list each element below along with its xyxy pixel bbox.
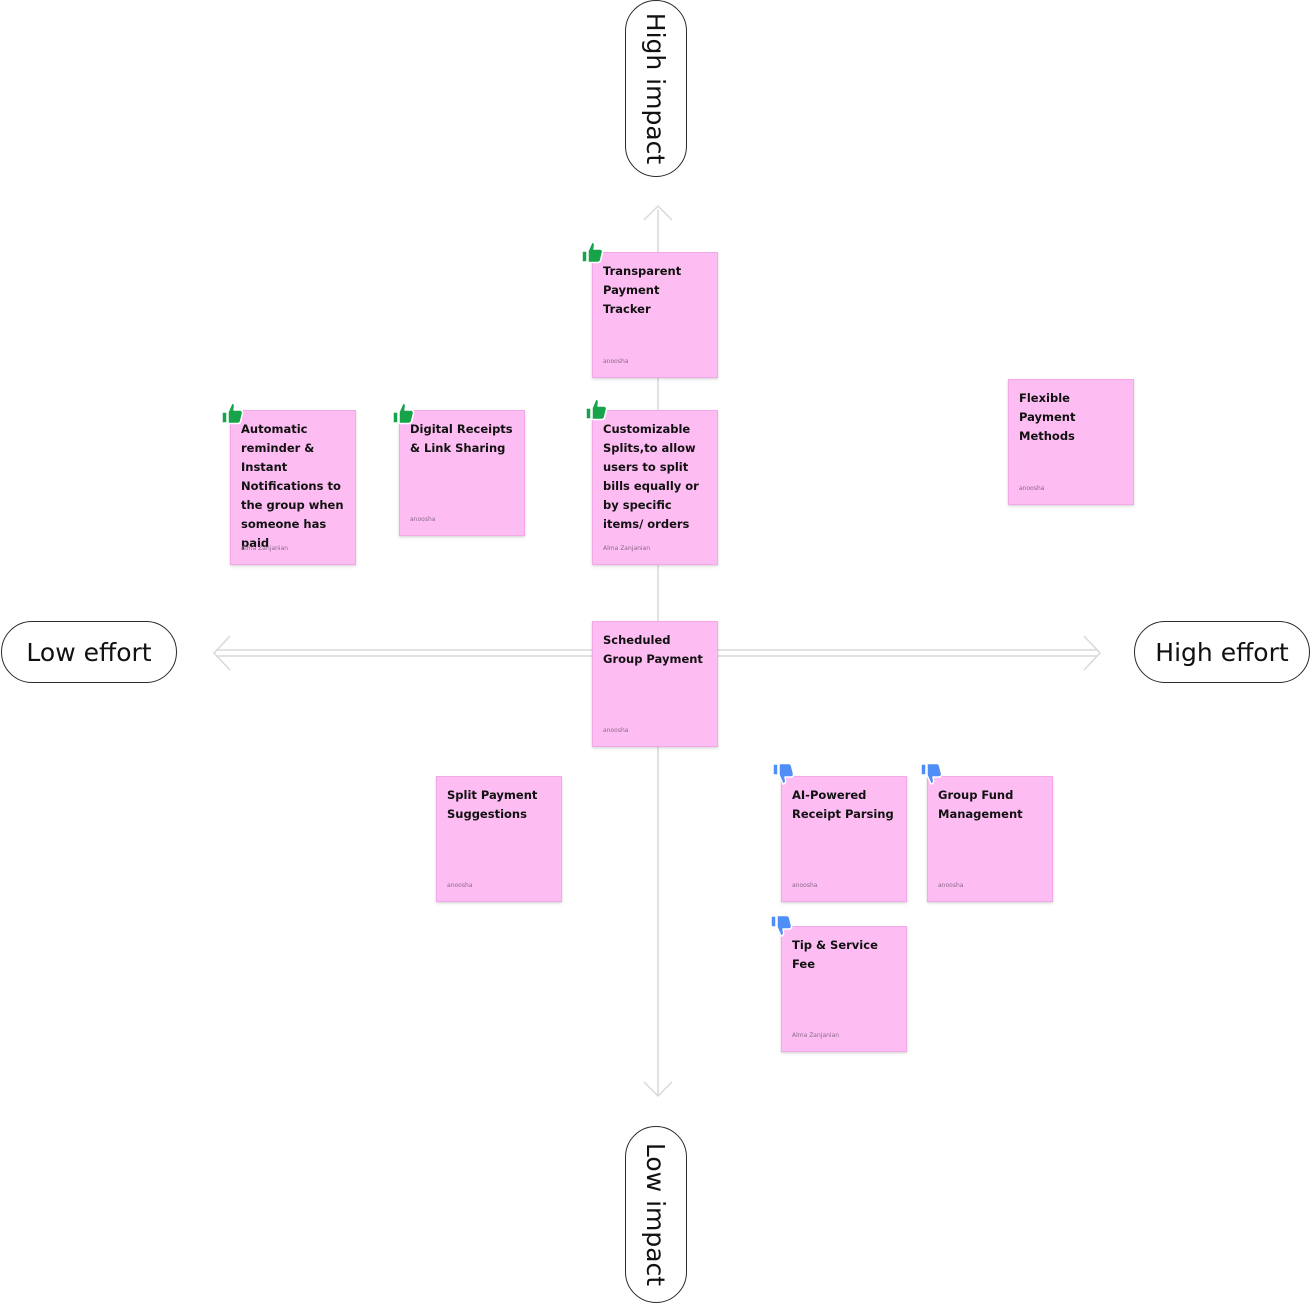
note-title: Automatic reminder & Instant Notificatio… [241,422,344,550]
note-author: Alma Zanjanian [241,545,289,552]
low-impact-label: Low impact [625,1126,687,1303]
sticky-note-group-fund-management[interactable]: Group Fund Management anoosha [927,776,1053,902]
note-author: anoosha [603,358,629,365]
high-impact-text: High impact [641,12,671,165]
note-title: Split Payment Suggestions [447,788,538,821]
sticky-note-customizable-splits[interactable]: Customizable Splits,to allow users to sp… [592,410,718,565]
thumbs-down-icon[interactable] [770,761,796,787]
note-author: anoosha [792,882,818,889]
thumbs-up-icon[interactable] [583,396,609,422]
low-effort-text: Low effort [26,637,152,667]
low-effort-label: Low effort [1,621,177,683]
note-author: Alma Zanjanian [792,1032,840,1039]
high-effort-label: High effort [1134,621,1310,683]
high-impact-label: High impact [625,0,687,177]
note-author: anoosha [447,882,473,889]
note-title: Flexible Payment Methods [1019,391,1076,443]
sticky-note-tip-service-fee[interactable]: Tip & Service Fee Alma Zanjanian [781,926,907,1052]
sticky-note-transparent-payment-tracker[interactable]: Transparent Payment Tracker anoosha [592,252,718,378]
thumbs-down-icon[interactable] [918,761,944,787]
note-author: Alma Zanjanian [603,545,651,552]
high-effort-text: High effort [1155,637,1289,667]
sticky-note-ai-receipt-parsing[interactable]: AI-Powered Receipt Parsing anoosha [781,776,907,902]
note-author: anoosha [938,882,964,889]
sticky-note-automatic-reminder[interactable]: Automatic reminder & Instant Notificatio… [230,410,356,565]
sticky-note-flexible-payment-methods[interactable]: Flexible Payment Methods anoosha [1008,379,1134,505]
note-title: Customizable Splits,to allow users to sp… [603,422,699,531]
low-impact-text: Low impact [641,1142,671,1287]
note-title: Group Fund Management [938,788,1023,821]
thumbs-down-icon[interactable] [768,913,794,939]
note-title: Tip & Service Fee [792,938,878,971]
sticky-note-split-payment-suggestions[interactable]: Split Payment Suggestions anoosha [436,776,562,902]
note-title: AI-Powered Receipt Parsing [792,788,894,821]
note-title: Scheduled Group Payment [603,633,703,666]
note-author: anoosha [603,727,629,734]
note-title: Transparent Payment Tracker [603,264,682,316]
note-author: anoosha [1019,485,1045,492]
sticky-note-scheduled-group-payment[interactable]: Scheduled Group Payment anoosha [592,621,718,747]
note-title: Digital Receipts & Link Sharing [410,422,513,455]
note-author: anoosha [410,516,436,523]
sticky-note-digital-receipts[interactable]: Digital Receipts & Link Sharing anoosha [399,410,525,536]
thumbs-up-icon[interactable] [579,239,605,265]
thumbs-up-icon[interactable] [219,400,245,426]
thumbs-up-icon[interactable] [390,400,416,426]
